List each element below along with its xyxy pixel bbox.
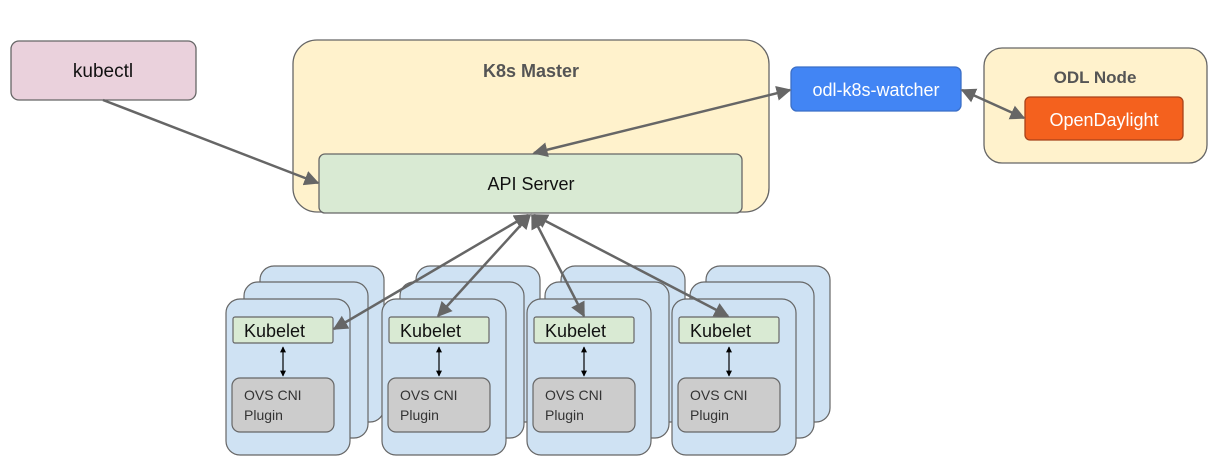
ovs-cni-plugin-box: [387, 377, 491, 433]
kubectl-node: kubectl: [10, 40, 197, 101]
plugin-label-line2: Plugin: [545, 407, 584, 423]
kubelet-label: Kubelet: [690, 321, 751, 341]
plugin-label-line2: Plugin: [244, 407, 283, 423]
opendaylight-node: OpenDaylight: [1024, 96, 1184, 141]
arrow-api-kubelet-2: [436, 213, 532, 318]
plugin-label-line1: OVS CNI: [690, 387, 748, 403]
opendaylight-label: OpenDaylight: [1049, 110, 1158, 130]
plugin-label-line1: OVS CNI: [244, 387, 302, 403]
arrow-api-watcher: [532, 85, 792, 158]
plugin-label-line1: OVS CNI: [400, 387, 458, 403]
arrow-api-kubelet-4: [532, 213, 730, 318]
kubelet-label: Kubelet: [244, 321, 305, 341]
ovs-cni-plugin-box: [677, 377, 781, 433]
plugin-label-line2: Plugin: [690, 407, 729, 423]
plugin-label-line2: Plugin: [400, 407, 439, 423]
ovs-cni-plugin-box: [231, 377, 335, 433]
watcher-label: odl-k8s-watcher: [812, 80, 939, 100]
api-server-label: API Server: [487, 174, 574, 194]
kubelet-box: [232, 316, 334, 344]
kubelet-label: Kubelet: [545, 321, 606, 341]
connections: [102, 85, 1026, 331]
api-server-node: API Server: [318, 153, 743, 214]
arrow-kubectl-to-api: [102, 98, 320, 186]
kubelet-box: [678, 316, 780, 344]
watcher-node: odl-k8s-watcher: [790, 66, 962, 112]
kubelet-label: Kubelet: [400, 321, 461, 341]
odl-node-label: ODL Node: [1054, 68, 1137, 87]
k8s-master-label: K8s Master: [483, 61, 579, 81]
ovs-cni-plugin-box: [532, 377, 636, 433]
arrow-watcher-opendaylight: [960, 88, 1026, 120]
kubectl-label: kubectl: [73, 61, 133, 82]
plugin-label-line1: OVS CNI: [545, 387, 603, 403]
